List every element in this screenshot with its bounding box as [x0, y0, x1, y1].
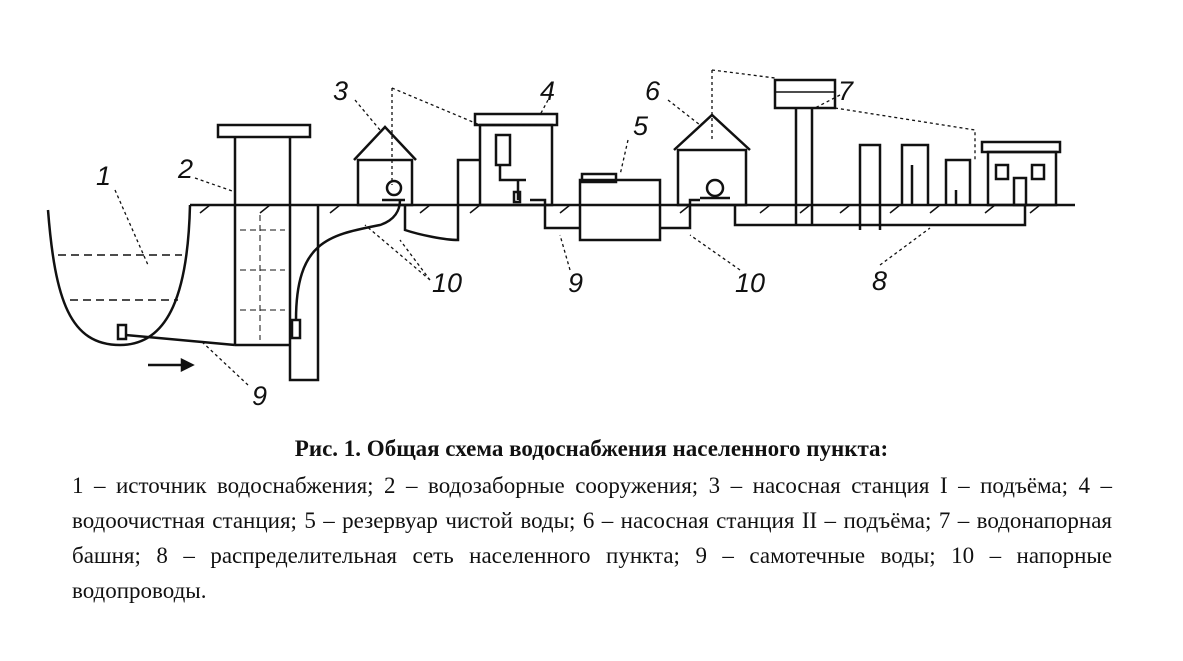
intake-structure	[216, 123, 320, 382]
label-6: 6	[645, 76, 661, 106]
label-9-reservoir: 9	[568, 268, 583, 298]
water-tower	[773, 78, 837, 225]
leader-lines	[114, 69, 976, 386]
flow-arrow-icon	[148, 357, 195, 373]
legend-item: 2 – водозаборные сооружения;	[384, 473, 699, 498]
label-4: 4	[540, 76, 555, 106]
pressure-pipe-10b	[660, 198, 700, 230]
pressure-pipe-10a	[294, 199, 402, 321]
label-3: 3	[333, 76, 348, 106]
label-10-station1: 10	[432, 268, 462, 298]
pressure-pipe-10a-2	[403, 158, 480, 242]
water-source	[46, 204, 192, 347]
label-9-intake: 9	[252, 381, 267, 411]
legend-item: 7 – водонапорная башня;	[72, 508, 1112, 568]
pump-station-2	[673, 113, 751, 207]
figure-legend: 1 – источник водоснабжения; 2 – водозабо…	[72, 468, 1112, 608]
consumer-buildings	[858, 140, 1062, 230]
ground-hatching	[199, 204, 1041, 214]
gravity-pipe-9	[125, 333, 236, 347]
legend-item: 4 – водоочистная станция;	[72, 473, 1113, 533]
label-7: 7	[838, 76, 854, 106]
clean-water-reservoir	[578, 172, 662, 242]
legend-item: 8 – распределительная сеть населенного п…	[156, 543, 680, 568]
label-8: 8	[872, 266, 887, 296]
gravity-pipe-9b	[530, 198, 580, 230]
label-10-station2: 10	[735, 268, 765, 298]
treatment-plant	[473, 112, 559, 207]
label-1: 1	[96, 161, 111, 191]
legend-item: 9 – самотечные воды;	[695, 543, 936, 568]
pump-station-1	[353, 125, 417, 207]
figure-caption-title: Рис. 1. Общая схема водоснабжения населе…	[294, 436, 889, 461]
legend-item: 3 – насосная станция I – подъёма;	[708, 473, 1069, 498]
legend-item: 5 – резервуар чистой воды;	[304, 508, 576, 533]
legend-item: 10 – напорные водопроводы.	[72, 543, 1113, 603]
legend-item: 1 – источник водоснабжения;	[72, 473, 374, 498]
legend-item: 6 – насосная станция II – подъёма;	[582, 508, 932, 533]
label-5: 5	[633, 111, 649, 141]
label-2: 2	[177, 154, 193, 184]
water-supply-scheme: 1 2 3 4 5 6 7 8 9 9 10 10	[46, 69, 1075, 411]
